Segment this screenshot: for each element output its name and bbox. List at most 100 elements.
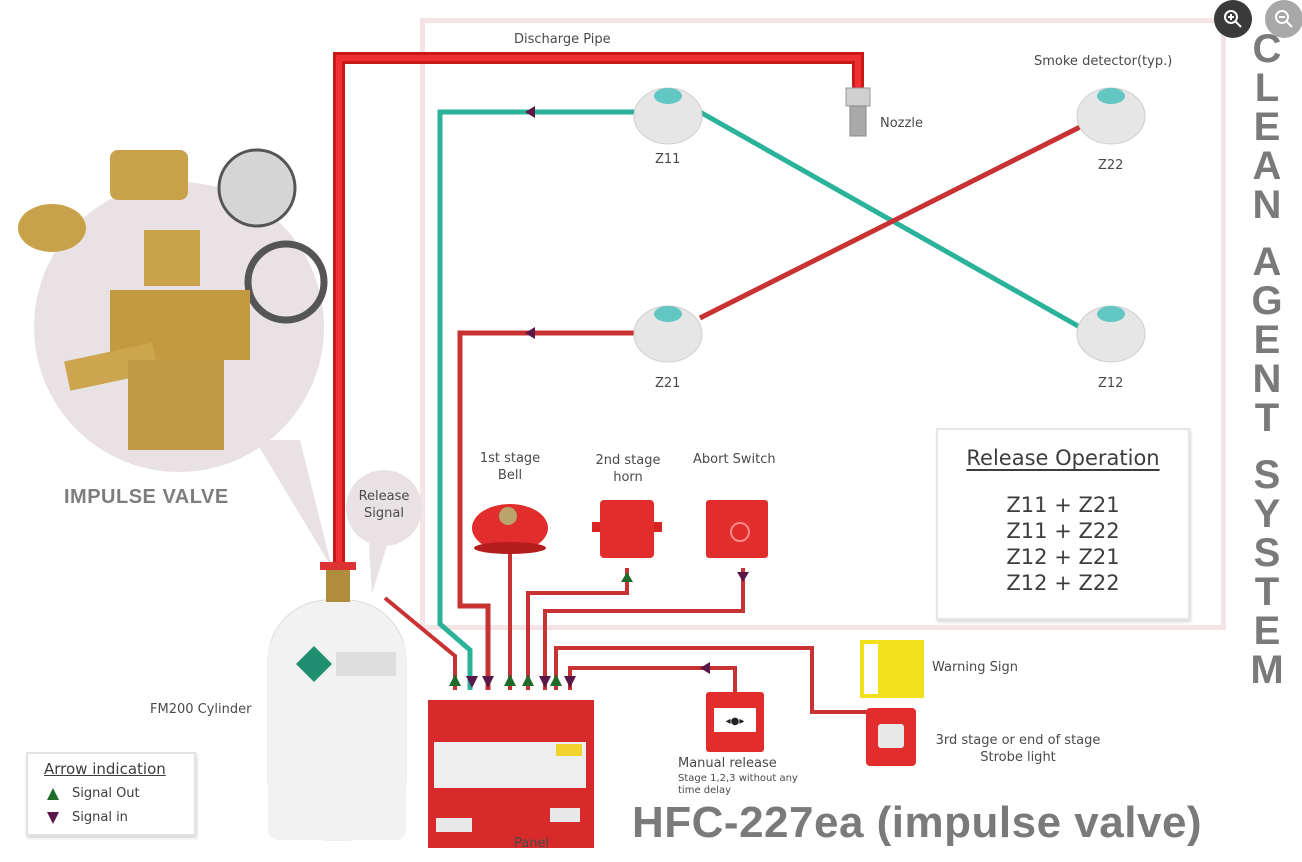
abort-switch-icon bbox=[706, 500, 768, 558]
bell-label-line2: Bell bbox=[497, 468, 523, 483]
signal-in-arrow-z21 bbox=[525, 327, 535, 339]
strobe-label-line1: 3rd stage or end of stage bbox=[935, 733, 1101, 748]
zoom-out-button[interactable] bbox=[1265, 0, 1302, 38]
manual-release-note: Stage 1,2,3 without any time delay bbox=[678, 773, 798, 797]
impulse-valve-icon bbox=[18, 148, 328, 450]
smoke-detector-z12 bbox=[1076, 305, 1146, 363]
release-operation-title: Release Operation bbox=[966, 446, 1160, 470]
strobe-light-label: 3rd stage or end of stage Strobe light bbox=[920, 732, 1116, 766]
nozzle-label: Nozzle bbox=[880, 116, 923, 131]
smoke-detector-label: Smoke detector(typ.) bbox=[1034, 54, 1173, 69]
bell-label: 1st stage Bell bbox=[470, 450, 550, 484]
signal-in-arrow-panel-8 bbox=[564, 676, 576, 688]
smoke-detector-z22 bbox=[1076, 87, 1146, 145]
signal-in-arrow-z11 bbox=[525, 106, 535, 118]
manual-release-label: Manual release bbox=[678, 756, 777, 771]
horn-label-line2: horn bbox=[613, 470, 643, 485]
horn-icon bbox=[592, 500, 662, 558]
legend-label-signal-out: Signal Out bbox=[72, 786, 140, 801]
signal-in-arrow-panel-6 bbox=[539, 676, 551, 688]
discharge-pipe bbox=[333, 52, 864, 572]
vertical-title-letter: L bbox=[1254, 66, 1280, 110]
warning-sign-label: Warning Sign bbox=[932, 660, 1018, 675]
vertical-title-letter: A bbox=[1252, 240, 1282, 284]
strobe-label-line2: Strobe light bbox=[980, 750, 1056, 765]
detector-label-z11: Z11 bbox=[655, 152, 681, 167]
release-signal-line2: Signal bbox=[364, 506, 404, 521]
signal-out-arrow-panel-4 bbox=[504, 674, 516, 686]
vertical-title-letter: T bbox=[1254, 396, 1280, 440]
control-panel-icon bbox=[428, 700, 594, 848]
bell-icon bbox=[472, 504, 548, 554]
zoom-out-icon bbox=[1275, 10, 1293, 28]
signal-out-arrow-icon bbox=[47, 787, 59, 800]
legend-item-signal-in: Signal in bbox=[46, 810, 128, 825]
signal-out-arrow-horn bbox=[621, 572, 633, 582]
legend-label-signal-in: Signal in bbox=[72, 810, 128, 825]
panel-label: Panel bbox=[514, 836, 550, 851]
zoom-in-button[interactable] bbox=[1214, 0, 1252, 38]
signal-out-arrow-panel-5 bbox=[522, 674, 534, 686]
detector-label-z22: Z22 bbox=[1098, 158, 1124, 173]
vertical-title-letter: M bbox=[1250, 648, 1284, 692]
abort-switch-label: Abort Switch bbox=[693, 452, 776, 467]
vertical-title-letter: S bbox=[1253, 531, 1281, 575]
release-combination: Z12 + Z21 bbox=[1006, 545, 1120, 569]
main-title: HFC-227ea (impulse valve) bbox=[632, 798, 1203, 847]
vertical-title-letter: Y bbox=[1253, 492, 1281, 536]
signal-in-arrow-manual bbox=[700, 662, 710, 674]
fm200-cylinder-icon bbox=[267, 562, 407, 841]
detector-label-z12: Z12 bbox=[1098, 376, 1124, 391]
vertical-title-letter: A bbox=[1252, 144, 1282, 188]
fm200-cylinder-label: FM200 Cylinder bbox=[150, 702, 252, 717]
strobe-light-icon bbox=[866, 708, 916, 766]
protected-room-outline bbox=[420, 18, 1226, 630]
release-signal-label: Release Signal bbox=[346, 488, 422, 522]
release-combination: Z11 + Z21 bbox=[1006, 493, 1120, 517]
release-combination: Z12 + Z22 bbox=[1006, 571, 1120, 595]
vertical-title-letter: C bbox=[1252, 27, 1282, 71]
signal-in-arrow-icon bbox=[47, 811, 59, 824]
release-combination: Z11 + Z22 bbox=[1006, 519, 1120, 543]
vertical-title-letter: N bbox=[1252, 183, 1282, 227]
release-operation-box: Release Operation Z11 + Z21 Z11 + Z22 Z1… bbox=[936, 428, 1190, 620]
smoke-detector-z21 bbox=[633, 305, 703, 363]
manual-release-note-line2: time delay bbox=[678, 785, 732, 796]
release-signal-bubble bbox=[346, 470, 422, 546]
legend-title: Arrow indication bbox=[44, 760, 166, 778]
nozzle-icon bbox=[845, 87, 871, 137]
vertical-title-letter: E bbox=[1253, 609, 1281, 653]
impulse-valve-callout-pointer bbox=[255, 440, 332, 568]
manual-release-note-line1: Stage 1,2,3 without any bbox=[678, 773, 798, 784]
vertical-title-letter: E bbox=[1253, 105, 1281, 149]
impulse-valve-title: IMPULSE VALVE bbox=[64, 486, 229, 508]
svg-text:◂●▸: ◂●▸ bbox=[726, 716, 745, 727]
arrow-legend: Arrow indication Signal Out Signal in bbox=[26, 752, 196, 836]
vertical-title-letter: T bbox=[1254, 570, 1280, 614]
vertical-title-letter: N bbox=[1252, 357, 1282, 401]
bell-label-line1: 1st stage bbox=[479, 451, 541, 466]
warning-sign-icon bbox=[860, 640, 924, 698]
release-operation-list: Z11 + Z21 Z11 + Z22 Z12 + Z21 Z12 + Z22 bbox=[938, 492, 1188, 596]
detector-label-z21: Z21 bbox=[655, 376, 681, 391]
horn-label-line1: 2nd stage bbox=[595, 453, 661, 468]
signal-out-arrow-panel-7 bbox=[550, 674, 562, 686]
horn-label: 2nd stage horn bbox=[586, 452, 670, 486]
signal-in-arrow-abort bbox=[737, 572, 749, 582]
zoom-in-icon bbox=[1224, 10, 1242, 28]
vertical-title-letter: G bbox=[1251, 279, 1283, 323]
signal-out-arrow-panel-1 bbox=[449, 674, 461, 686]
discharge-pipe-label: Discharge Pipe bbox=[514, 32, 611, 47]
manual-release-icon: ◂●▸ bbox=[706, 692, 764, 752]
red-wire-z21-z22 bbox=[457, 123, 1084, 690]
release-signal-callout-pointer bbox=[368, 530, 390, 594]
smoke-detector-z11 bbox=[633, 87, 703, 145]
signal-in-arrow-panel-3 bbox=[482, 676, 494, 688]
legend-item-signal-out: Signal Out bbox=[46, 786, 140, 801]
vertical-title-letter: S bbox=[1253, 453, 1281, 497]
signal-in-arrow-panel-2 bbox=[466, 676, 478, 688]
signal-arrows bbox=[449, 106, 749, 688]
release-signal-line1: Release bbox=[358, 489, 410, 504]
